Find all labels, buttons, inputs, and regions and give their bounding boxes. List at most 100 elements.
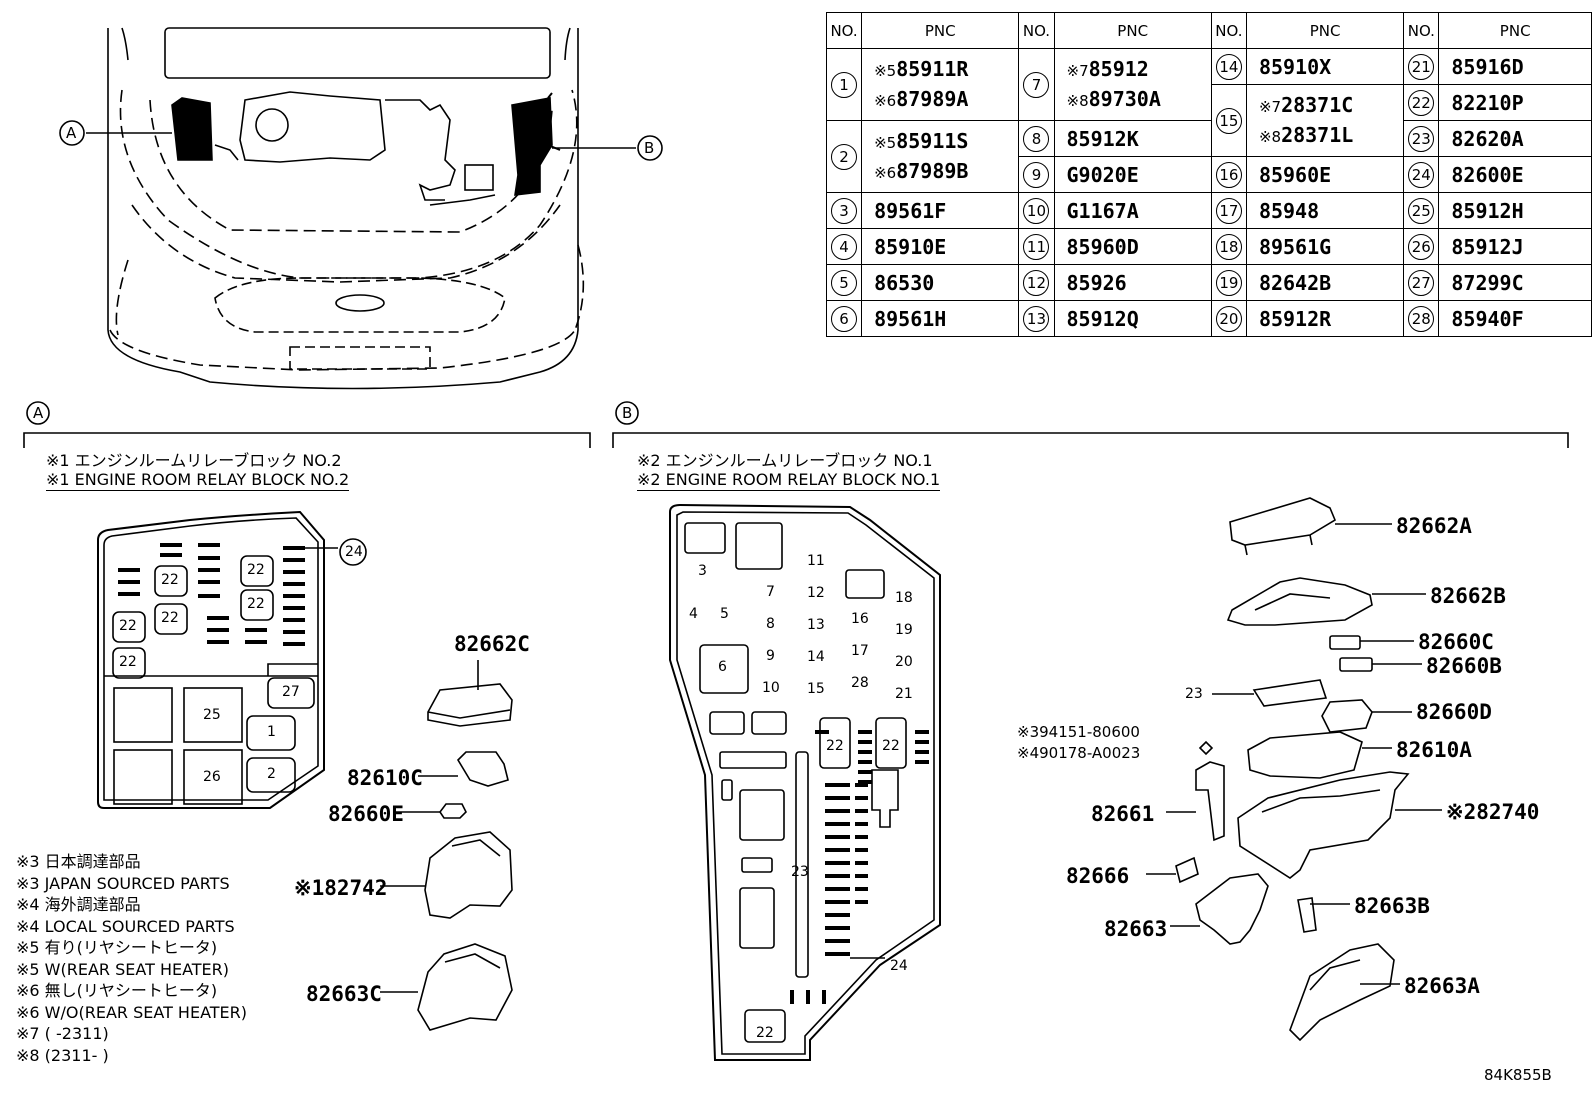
block-b-number: 20: [895, 654, 913, 670]
legend-item: ※6 無し(リヤシートヒータ): [16, 981, 218, 1000]
table-header-row: NO. PNC NO. PNC NO. PNC NO. PNC: [825, 12, 1592, 49]
block-b-number: 19: [895, 622, 913, 638]
part-label-82662A: 82662A: [1396, 514, 1472, 538]
header-no: NO.: [825, 12, 863, 49]
table-row: 15 ※728371C ※828371L 22 82210P: [827, 84, 1592, 157]
no-circle: 8: [1023, 126, 1050, 152]
pnc-cell: 85926: [1053, 264, 1212, 301]
no-circle: 24: [1408, 162, 1435, 188]
no-cell: 12: [1018, 264, 1055, 301]
block-a-number: 22: [119, 618, 137, 634]
pnc-cell: 85912J: [1438, 228, 1592, 265]
part-label-82660B: 82660B: [1426, 654, 1502, 678]
no-cell: 3: [825, 192, 863, 229]
pnc-code: 89730A: [1088, 86, 1161, 111]
no-cell: 5: [825, 264, 863, 301]
section-a-title-jp: ※1 エンジンルームリレーブロック NO.2: [46, 451, 342, 470]
pnc-cell: 85960E: [1245, 156, 1405, 193]
no-circle: 21: [1408, 54, 1435, 80]
header-no: NO.: [1403, 12, 1440, 49]
section-a-marker: A: [33, 404, 44, 422]
no-cell: 11: [1018, 228, 1055, 265]
block-b-number: 5: [720, 606, 729, 622]
no-cell: 8: [1018, 120, 1055, 157]
pnc-cell: 85910X: [1245, 48, 1405, 85]
header-pnc: PNC: [1438, 12, 1592, 49]
pnc-cell: 87299C: [1438, 264, 1592, 301]
section-b-title-jp: ※2 エンジンルームリレーブロック NO.1: [637, 451, 933, 470]
pnc-cell: 89561G: [1245, 228, 1405, 265]
no-cell: 21: [1403, 48, 1440, 85]
pnc-cell: 82210P: [1438, 84, 1592, 121]
pnc-cell: 82642B: [1245, 264, 1405, 301]
pnc-cell: 85960D: [1053, 228, 1212, 265]
no-cell: 19: [1210, 264, 1247, 301]
no-circle: 17: [1215, 198, 1242, 224]
no-circle: 18: [1215, 234, 1242, 260]
no-circle: 22: [1408, 90, 1435, 116]
section-a-title-en: ※1 ENGINE ROOM RELAY BLOCK NO.2: [46, 470, 350, 491]
pnc-cell: 85912H: [1438, 192, 1592, 229]
no-cell: 27: [1403, 264, 1440, 301]
no-cell: 13: [1018, 300, 1055, 337]
pnc-cell: 82600E: [1438, 156, 1592, 193]
part-label-82661: 82661: [1091, 802, 1155, 826]
block-a-number: 22: [247, 562, 265, 578]
no-circle: 11: [1023, 234, 1050, 260]
legend-item: ※3 JAPAN SOURCED PARTS: [16, 873, 230, 893]
pnc-cell: 85912R: [1245, 300, 1405, 337]
pnc-cell: 85948: [1245, 192, 1405, 229]
diagram-code: 84K855B: [1484, 1066, 1552, 1084]
no-cell: 6: [825, 300, 863, 337]
section-b-title-en: ※2 ENGINE ROOM RELAY BLOCK NO.1: [637, 470, 941, 491]
no-cell: 2: [825, 120, 863, 193]
part-label-82662B: 82662B: [1430, 584, 1506, 608]
callout-a-label: A: [66, 124, 77, 142]
block-b-number: 10: [762, 680, 780, 696]
no-circle: 27: [1408, 270, 1435, 296]
no-cell: 7: [1018, 48, 1055, 121]
block-b-number: 17: [851, 643, 869, 659]
pnc-cell: G9020E: [1053, 156, 1212, 193]
no-cell: 23: [1403, 120, 1440, 157]
pnc-line: ※785912: [1067, 55, 1211, 85]
no-circle: 26: [1408, 234, 1435, 260]
relay-block-no1: [669, 503, 941, 1061]
block-a-number: 22: [161, 572, 179, 588]
pnc-table: NO. PNC NO. PNC NO. PNC NO. PNC 1 ※58591…: [825, 12, 1592, 337]
block-b-number: 3: [698, 563, 707, 579]
block-a-number: 22: [161, 610, 179, 626]
no-circle: 10: [1023, 198, 1050, 224]
section-b-marker: B: [622, 404, 633, 422]
block-b-number: 15: [807, 681, 825, 697]
part-label-82660E: 82660E: [328, 802, 404, 826]
part-label-82663B: 82663B: [1354, 894, 1430, 918]
no-cell: 16: [1210, 156, 1247, 193]
block-b-number: 18: [895, 590, 913, 606]
legend: ※3 日本調達部品 ※3 JAPAN SOURCED PARTS ※4 海外調達…: [16, 851, 247, 1066]
table-row: 4 85910E 11 85960D 18 89561G 26 85912J: [825, 228, 1592, 265]
pnc-cell: 85910E: [861, 228, 1020, 265]
legend-item: ※5 W(REAR SEAT HEATER): [16, 959, 230, 979]
pnc-code: 85911R: [896, 56, 969, 81]
pnc-code: 85911S: [896, 128, 969, 153]
callout-24-a-circle: [339, 538, 367, 566]
legend-item: ※6 W/O(REAR SEAT HEATER): [16, 1002, 248, 1022]
pnc-code: 87989B: [896, 158, 969, 183]
pnc-cell: 85916D: [1438, 48, 1592, 85]
vehicle-overview: [86, 27, 636, 390]
block-b-number: 22: [826, 738, 844, 754]
header-pnc: PNC: [1053, 12, 1212, 49]
block-b-number: 13: [807, 617, 825, 633]
pnc-cell: 85912Q: [1053, 300, 1212, 337]
block-b-number: 7: [766, 584, 775, 600]
part-label-82660C: 82660C: [1418, 630, 1494, 654]
callout-23-b: 23: [1185, 686, 1203, 702]
legend-item: ※8 (2311- ): [16, 1045, 109, 1065]
legend-item: ※3 日本調達部品: [16, 852, 141, 871]
no-circle: 7: [1023, 72, 1050, 98]
callout-24-b: 24: [890, 958, 908, 974]
parts-a-drawings: [380, 660, 513, 1031]
no-circle: 13: [1023, 306, 1050, 332]
part-label-82663A: 82663A: [1404, 974, 1480, 998]
